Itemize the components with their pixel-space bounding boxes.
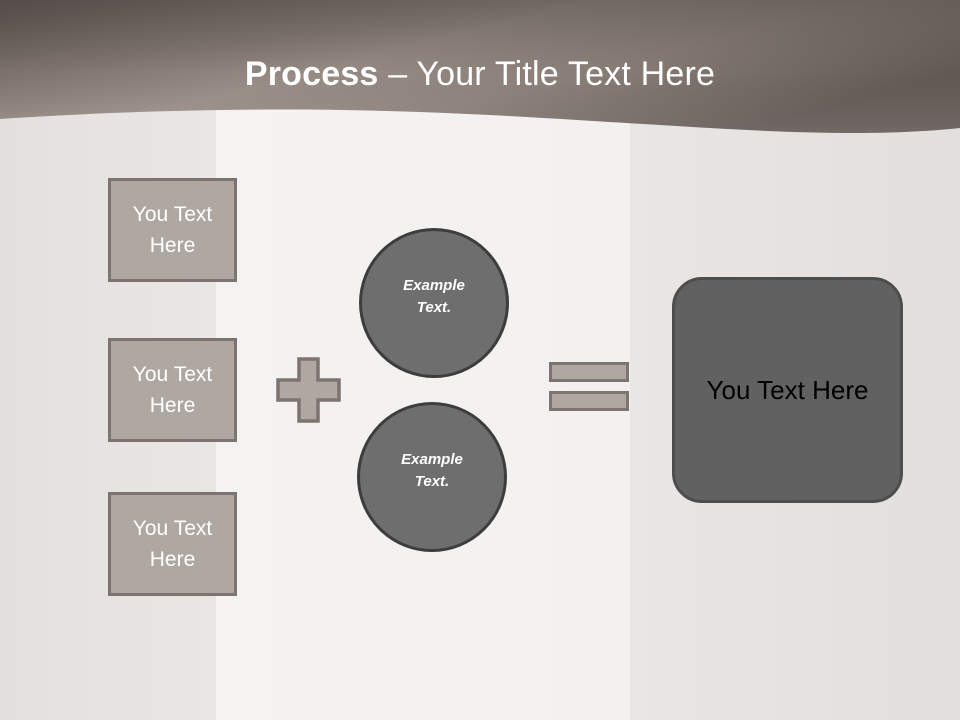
result-box[interactable]: You Text Here — [672, 277, 903, 503]
circle-node-1-line2: Text. — [416, 299, 452, 316]
page-title: Process – Your Title Text Here — [0, 52, 960, 96]
circle-node-2-line2: Text. — [414, 473, 450, 490]
equals-sign-bar-bottom — [549, 391, 629, 411]
circle-node-1-line1: Example — [403, 277, 465, 294]
input-box-1[interactable]: You Text Here — [108, 178, 237, 282]
input-box-2[interactable]: You Text Here — [108, 338, 237, 442]
header-band — [0, 0, 960, 145]
equals-sign-icon — [549, 362, 629, 411]
plus-sign-icon — [276, 357, 341, 423]
input-box-2-label: You Text Here — [132, 363, 213, 417]
input-box-1-label: You Text Here — [132, 203, 213, 257]
circle-node-2-line1: Example — [401, 451, 463, 468]
page-title-bold: Process — [244, 55, 379, 93]
input-box-3-label: You Text Here — [132, 517, 213, 571]
input-box-3[interactable]: You Text Here — [108, 492, 237, 596]
page-title-rest: – Your Title Text Here — [378, 55, 716, 93]
result-box-label: You Text Here — [706, 375, 869, 405]
equals-sign-bar-top — [549, 362, 629, 382]
